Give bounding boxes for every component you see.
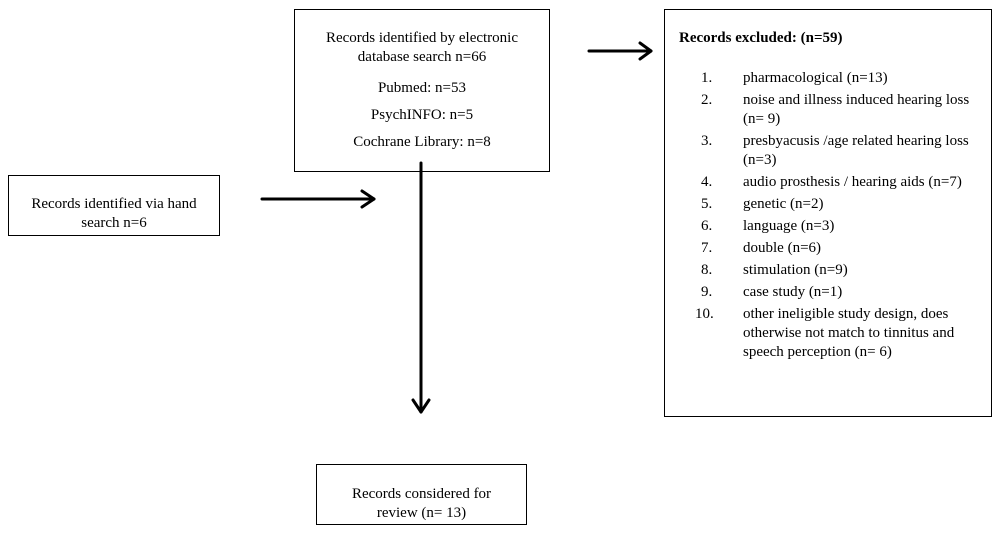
list-item-text: case study (n=1)	[743, 284, 843, 300]
psychinfo-count: PsychINFO: n=5	[370, 107, 474, 123]
arrow-hand-to-flow	[260, 189, 376, 209]
list-item-number: 9.	[701, 284, 713, 300]
list-item-number: 2.	[701, 92, 713, 108]
list-item: 8. stimulation (n=9)	[679, 261, 979, 280]
database-search-title-line2: database search n=66	[357, 49, 487, 65]
list-item-number: 7.	[701, 240, 713, 256]
list-item-text: pharmacological (n=13)	[743, 70, 888, 86]
list-item-text: language (n=3)	[743, 218, 835, 234]
records-excluded-box: Records excluded: (n=59) 1. pharmacologic…	[664, 9, 992, 417]
list-item: 6. language (n=3)	[679, 217, 979, 236]
hand-search-text: Records identified via hand search n=6	[31, 196, 197, 231]
list-item-text: other ineligible study design, does othe…	[743, 306, 955, 360]
list-item-number: 3.	[701, 133, 713, 149]
list-item-text: audio prosthesis / hearing aids (n=7)	[743, 174, 962, 190]
cochrane-count: Cochrane Library: n=8	[353, 134, 491, 150]
records-excluded-heading: Records excluded: (n=59)	[679, 30, 843, 46]
list-item: 2. noise and illness induced hearing loss…	[679, 91, 979, 129]
records-considered-box: Records considered for review (n= 13)	[316, 464, 527, 525]
database-search-box: Records identified by electronic databas…	[294, 9, 550, 172]
list-item-text: presbyacusis /age related hearing loss (…	[743, 133, 969, 168]
list-item: 5. genetic (n=2)	[679, 195, 979, 214]
list-item-number: 10.	[695, 306, 714, 322]
list-item: 3. presbyacusis /age related hearing loss…	[679, 132, 979, 170]
list-item-text: noise and illness induced hearing loss (…	[743, 92, 970, 127]
pubmed-count: Pubmed: n=53	[377, 80, 467, 96]
database-search-title-line1: Records identified by electronic	[325, 30, 518, 46]
list-item-number: 1.	[701, 70, 713, 86]
list-item: 7. double (n=6)	[679, 239, 979, 258]
arrow-to-review	[411, 161, 431, 414]
list-item: 1. pharmacological (n=13)	[679, 69, 979, 88]
list-item-text: genetic (n=2)	[743, 196, 824, 212]
hand-search-box: Records identified via hand search n=6	[8, 175, 220, 236]
list-item-number: 6.	[701, 218, 713, 234]
arrow-to-excluded	[587, 41, 653, 61]
list-item-number: 8.	[701, 262, 713, 278]
list-item: 9. case study (n=1)	[679, 283, 979, 302]
list-item: 10. other ineligible study design, does o…	[679, 305, 979, 362]
list-item-number: 4.	[701, 174, 713, 190]
list-item-text: stimulation (n=9)	[743, 262, 848, 278]
records-considered-text: Records considered for review (n= 13)	[351, 486, 492, 521]
list-item-number: 5.	[701, 196, 713, 212]
list-item: 4. audio prosthesis / hearing aids (n=7)	[679, 173, 979, 192]
exclusion-list: 1. pharmacological (n=13) 2. noise and ill…	[679, 69, 979, 362]
list-item-text: double (n=6)	[743, 240, 822, 256]
